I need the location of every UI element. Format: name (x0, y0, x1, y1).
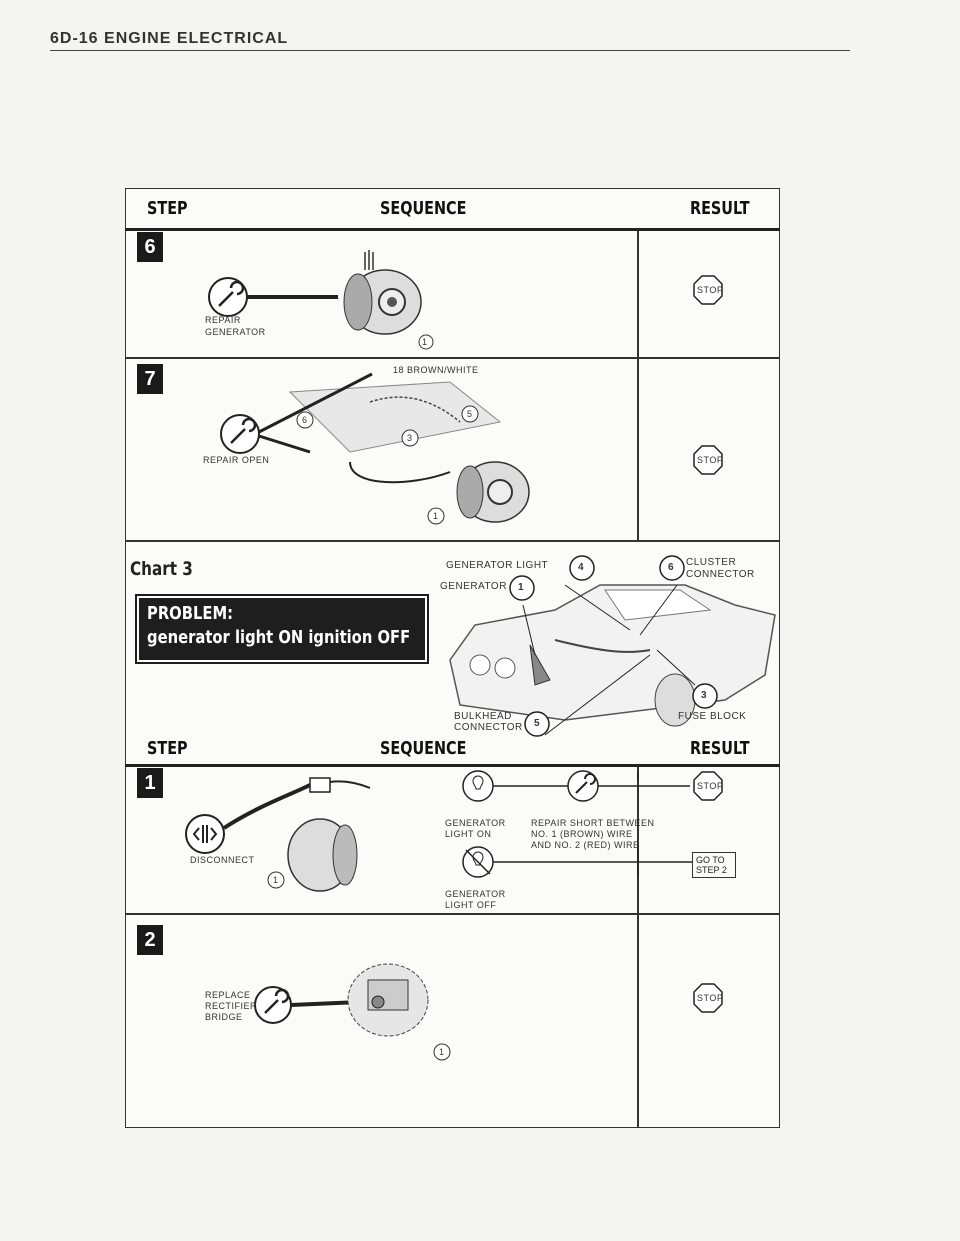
light-on-line1: GENERATOR (445, 818, 506, 828)
step-2-label-line1: REPLACE (205, 990, 251, 1000)
light-off-line2: LIGHT OFF (445, 900, 497, 910)
step-1-result-stop: STOP (697, 781, 724, 791)
go-to-step-2-box: GO TO STEP 2 (692, 852, 736, 878)
header-rule (50, 50, 850, 51)
callout-6 (296, 411, 314, 429)
step-1-badge: 1 (137, 768, 163, 798)
callout-1 (509, 575, 535, 601)
step-7-callout-3: 3 (407, 433, 413, 443)
callout-1 (427, 507, 445, 525)
light-off-line1: GENERATOR (445, 889, 506, 899)
top-col-sequence: SEQUENCE (380, 198, 467, 219)
callout-5 (524, 711, 550, 737)
generator-icon (456, 461, 530, 523)
step-2-result: STOP (697, 993, 724, 1003)
light-on-line2: LIGHT ON (445, 829, 492, 839)
num-generator-light: 4 (578, 562, 585, 573)
callout-3 (401, 429, 419, 447)
row7-bottom-rule (125, 540, 780, 542)
callout-1 (267, 871, 285, 889)
bottom-result-divider (637, 766, 639, 1128)
step-1-illustration (185, 777, 371, 892)
step-6-illustration (208, 250, 434, 350)
bottom-col-result: RESULT (690, 738, 750, 759)
stop-sign-icon (693, 771, 723, 801)
problem-banner: PROBLEM: generator light ON ignition OFF (135, 594, 429, 664)
goto-line2: STEP 2 (696, 865, 727, 875)
callout-3 (692, 683, 718, 709)
step-7-callout-1: 1 (433, 511, 439, 521)
label-bulkhead-line1: BULKHEAD (454, 711, 512, 722)
stop-sign-icon (693, 983, 723, 1013)
repair-short-line3: AND NO. 2 (RED) WIRE (531, 840, 640, 850)
num-bulkhead: 5 (534, 718, 541, 729)
generator-icon (287, 818, 358, 892)
step-2-illustration (254, 963, 451, 1061)
step-6-label-line1: REPAIR (205, 315, 241, 325)
step-6-callout-num: 1 (422, 337, 428, 347)
top-col-result: RESULT (690, 198, 750, 219)
step-7-label: REPAIR OPEN (203, 455, 270, 465)
label-cluster-line1: CLUSTER (686, 557, 737, 568)
step-7-illustration (220, 372, 530, 525)
label-bulkhead-line2: CONNECTOR (454, 722, 523, 733)
callout-5 (461, 405, 479, 423)
step-2-callout-num: 1 (439, 1047, 445, 1057)
repair-short-line1: REPAIR SHORT BETWEEN (531, 818, 655, 828)
label-fuse-block: FUSE BLOCK (678, 711, 747, 722)
label-generator: GENERATOR (440, 581, 507, 592)
step-1-disconnect-label: DISCONNECT (190, 855, 255, 865)
callout-6 (659, 555, 685, 581)
step-1-callout-num: 1 (273, 875, 279, 885)
num-cluster: 6 (668, 562, 675, 573)
step1-bottom-rule (125, 913, 780, 915)
step-7-badge: 7 (137, 364, 163, 394)
bottom-header-rule (125, 764, 780, 767)
step-6-label-line2: GENERATOR (205, 327, 266, 337)
bottom-col-step: STEP (147, 738, 188, 759)
step-7-callout-5: 5 (467, 409, 473, 419)
top-result-divider (637, 230, 639, 540)
step-6-result: STOP (697, 285, 724, 295)
goto-line1: GO TO (696, 855, 725, 865)
stop-sign-icon (693, 275, 723, 305)
stop-sign-icon (693, 445, 723, 475)
car-diagram (449, 555, 776, 737)
rectifier-bridge-icon (347, 963, 429, 1037)
page-header-title: 6D-16 ENGINE ELECTRICAL (50, 30, 289, 47)
label-generator-light: GENERATOR LIGHT (446, 560, 549, 571)
bottom-col-sequence: SEQUENCE (380, 738, 467, 759)
step-7-result: STOP (697, 455, 724, 465)
top-col-step: STEP (147, 198, 188, 219)
callout-1 (433, 1043, 451, 1061)
step-2-label-line2: RECTIFIER (205, 1001, 258, 1011)
repair-short-line2: NO. 1 (BROWN) WIRE (531, 829, 633, 839)
row6-bottom-rule (125, 357, 780, 359)
generator-icon (343, 250, 422, 335)
chart-title: Chart 3 (130, 558, 193, 580)
step-1-flow (462, 770, 693, 878)
num-generator: 1 (518, 582, 525, 593)
callout-1 (418, 334, 434, 350)
step-6-badge: 6 (137, 232, 163, 262)
step-7-wire-label: 18 BROWN/WHITE (393, 365, 479, 375)
problem-heading: PROBLEM: (147, 603, 234, 624)
top-header-rule (125, 228, 780, 231)
callout-4 (569, 555, 595, 581)
step-2-badge: 2 (137, 925, 163, 955)
disconnect-icon (185, 814, 225, 854)
num-fuse-block: 3 (701, 690, 708, 701)
step-7-callout-6: 6 (302, 415, 308, 425)
step-2-label-line3: BRIDGE (205, 1012, 243, 1022)
problem-description: generator light ON ignition OFF (147, 627, 411, 648)
label-cluster-line2: CONNECTOR (686, 569, 755, 580)
